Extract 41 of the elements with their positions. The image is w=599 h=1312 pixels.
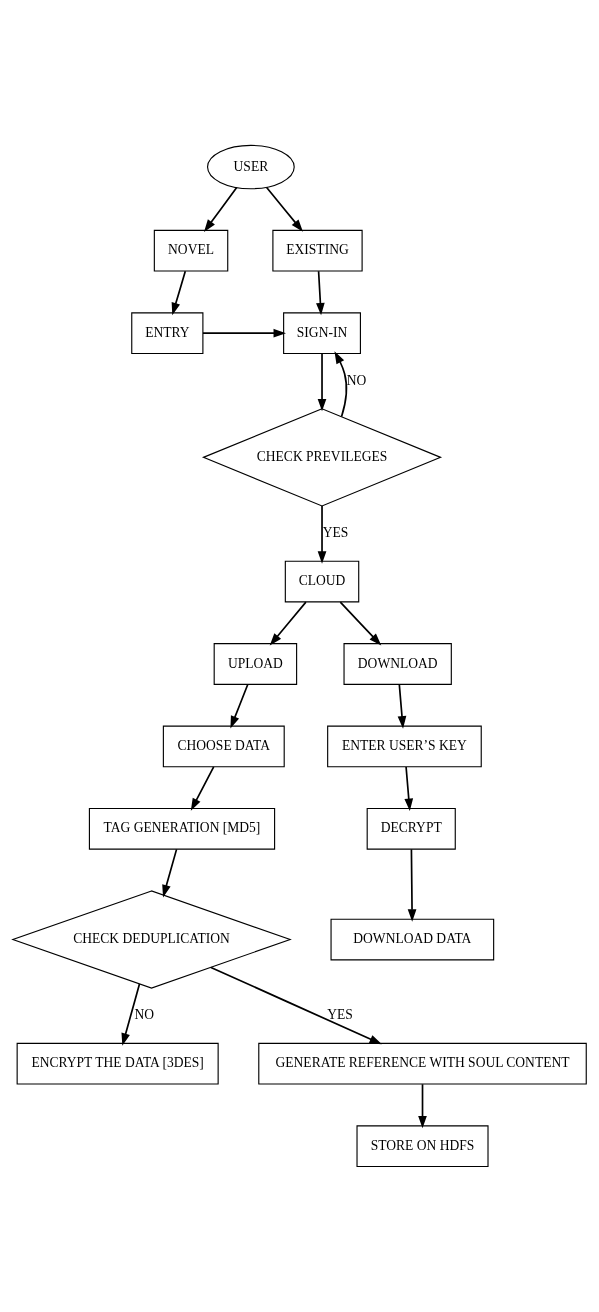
node-diamond: CHECK PREVILEGES <box>201 408 443 507</box>
edge-label: YES <box>327 1007 353 1023</box>
node-box: ENTER USER’S KEY <box>327 725 482 768</box>
edge-label: YES <box>322 525 349 541</box>
arrow <box>202 328 286 338</box>
arrow <box>204 186 238 232</box>
node-box: NOVEL <box>153 229 229 272</box>
arrow <box>269 601 307 646</box>
arrow <box>317 353 327 412</box>
arrow <box>397 683 407 729</box>
node-box: CHOOSE DATA <box>162 725 285 768</box>
node-box: DOWNLOAD DATA <box>330 918 495 961</box>
edge-label: NO <box>346 372 367 388</box>
node-box: CLOUD <box>284 560 360 603</box>
node-box: UPLOAD <box>213 643 298 685</box>
node-diamond: CHECK DEDUPLICATION <box>11 890 292 989</box>
arrow <box>190 766 215 811</box>
arrow <box>230 683 249 729</box>
node-box: DECRYPT <box>366 807 456 850</box>
node-box: GENERATE REFERENCE WITH SOUL CONTENT <box>258 1042 587 1085</box>
node-box: ENCRYPT THE DATA [3DES] <box>16 1042 219 1085</box>
arrow <box>334 351 348 418</box>
arrow <box>404 766 414 812</box>
arrow <box>171 270 187 316</box>
node-box: DOWNLOAD <box>343 643 452 685</box>
arrow <box>265 186 303 232</box>
node-box: STORE ON HDFS <box>356 1125 489 1168</box>
arrow <box>210 966 382 1045</box>
node-box: ENTRY <box>131 312 204 355</box>
arrow <box>316 270 325 316</box>
arrow <box>407 848 417 922</box>
node-box: SIGN-IN <box>283 312 361 355</box>
arrow <box>418 1083 427 1129</box>
node-ellipse: USER <box>207 144 295 190</box>
node-box: EXISTING <box>272 229 363 272</box>
node-box: TAG GENERATION [MD5] <box>88 807 276 850</box>
arrow <box>162 848 178 898</box>
arrow <box>121 983 141 1046</box>
arrow <box>317 505 327 564</box>
arrow <box>339 601 382 646</box>
edge-label: NO <box>134 1007 154 1023</box>
